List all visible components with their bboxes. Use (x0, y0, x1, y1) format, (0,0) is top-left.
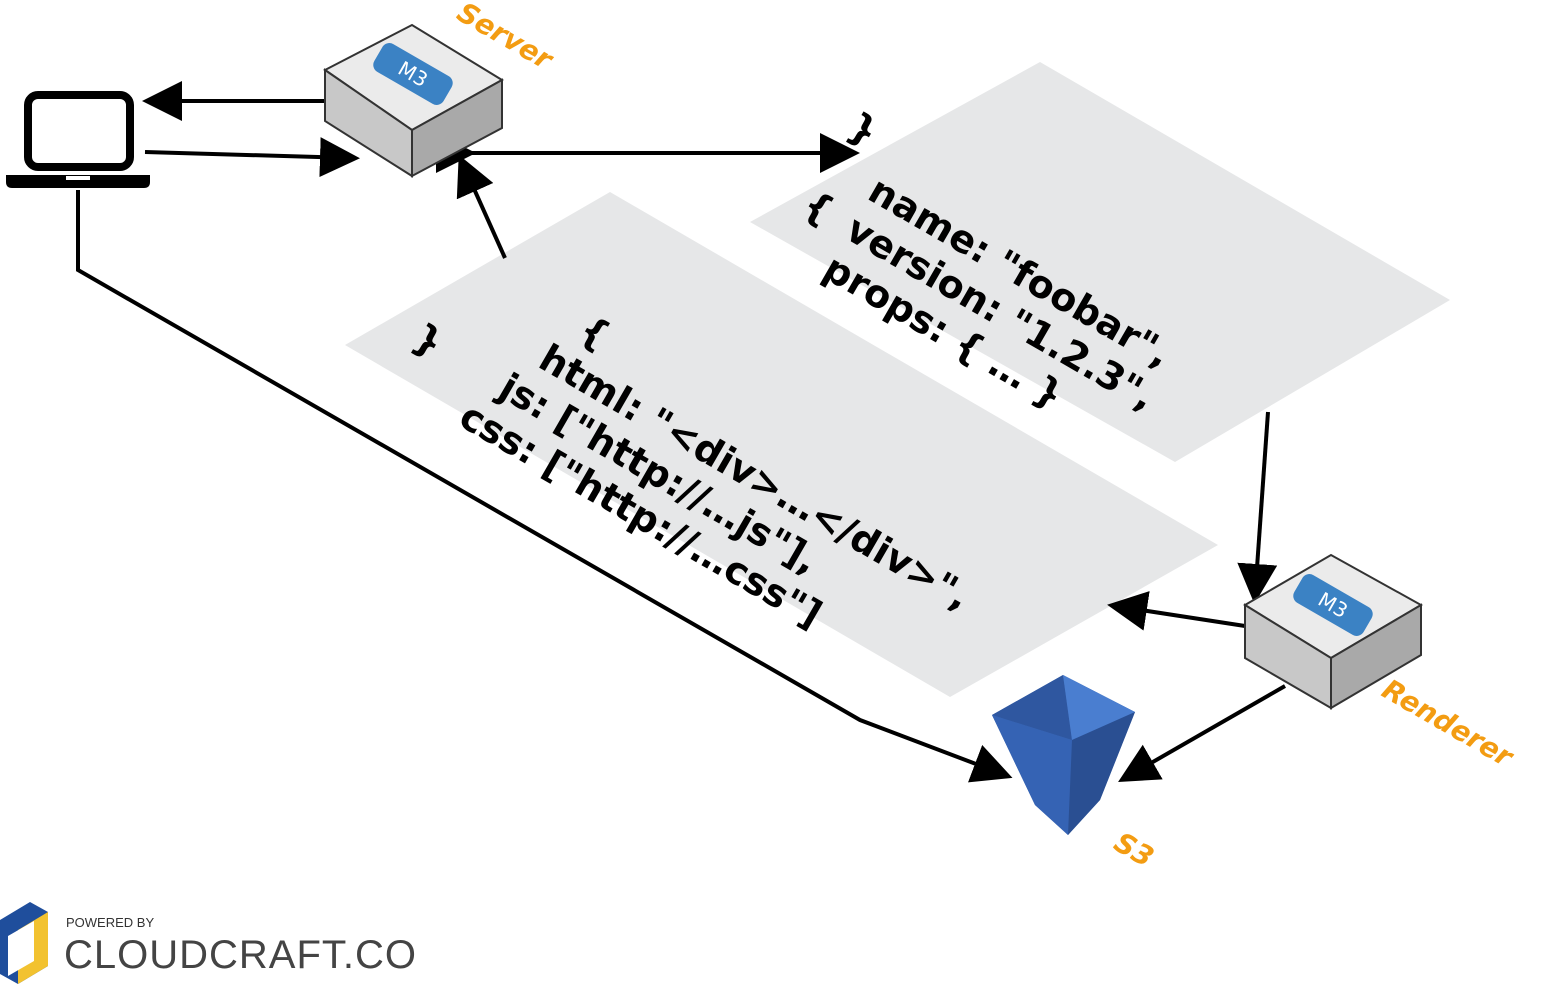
connectors (76, 81, 1286, 783)
renderer-node: M3 (1243, 553, 1424, 710)
arrow-request-to-renderer (1237, 411, 1278, 604)
response-card: } html: "<div>…</div>", js: ["http://…js… (345, 192, 1218, 697)
arrow-laptop-to-server (144, 137, 360, 178)
server-node: M3 (323, 23, 504, 178)
s3-label: S3 (1109, 825, 1160, 873)
request-card: { name: "foobar", version: "1.2.3", prop… (750, 62, 1450, 462)
request-line-5: } (841, 104, 886, 156)
cloudcraft-logo (0, 902, 48, 984)
arrow-laptop-to-s3 (76, 190, 1013, 783)
laptop-icon (6, 91, 150, 188)
s3-bucket-icon (992, 675, 1135, 835)
cloudcraft-brand-text: CLOUDCRAFT.CO (64, 933, 417, 977)
arrow-response-to-server (456, 154, 507, 259)
arrow-renderer-to-s3 (1118, 684, 1286, 782)
powered-by-text: POWERED BY (66, 915, 154, 930)
arrow-renderer-to-response (1107, 591, 1246, 631)
renderer-label: Renderer (1377, 672, 1521, 774)
